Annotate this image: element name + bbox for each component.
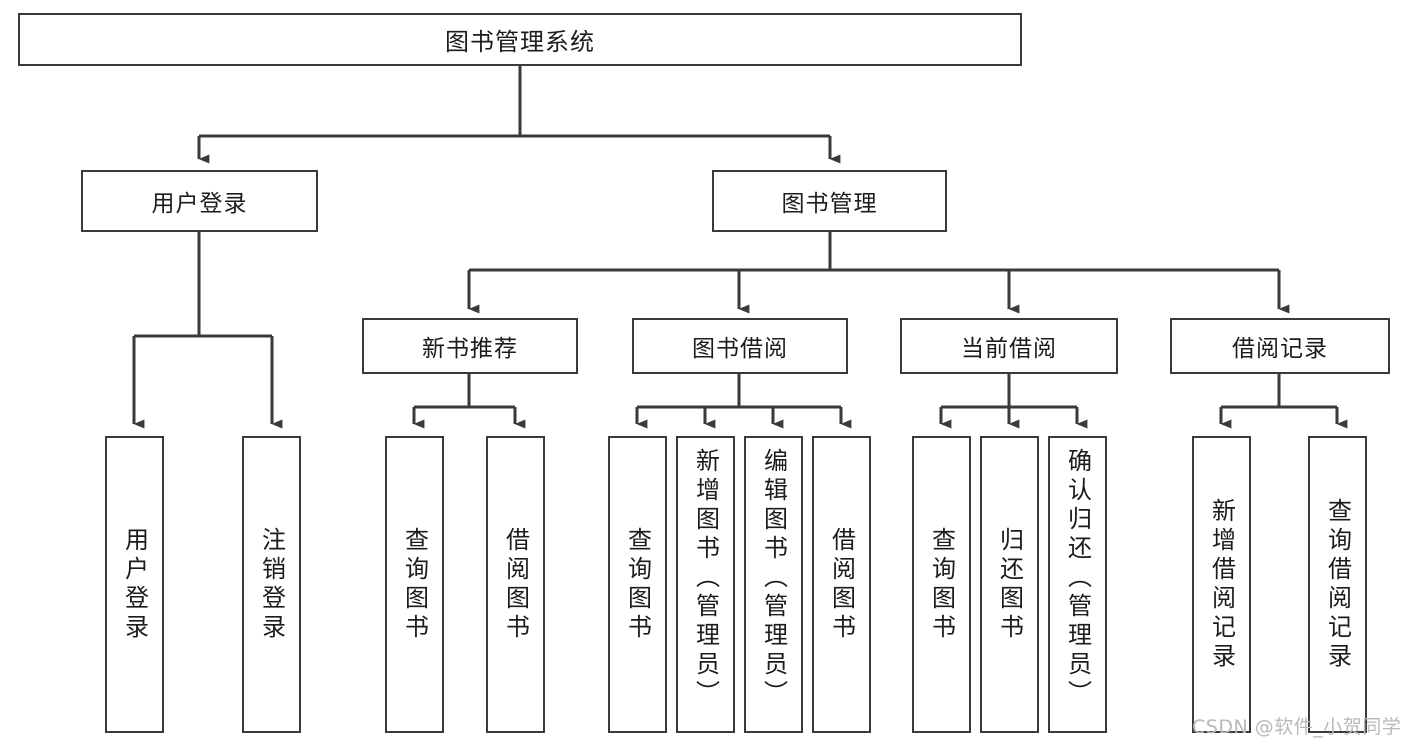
- leaf-query-book-recommend[interactable]: 查询图书: [385, 436, 444, 733]
- node-label: 用户登录: [120, 526, 149, 643]
- node-label: 新增图书（管理员）: [691, 448, 720, 709]
- node-label: 借阅记录: [1232, 336, 1328, 362]
- node-user-login[interactable]: 用户登录: [81, 170, 318, 232]
- node-label: 编辑图书（管理员）: [759, 448, 788, 709]
- leaf-logout[interactable]: 注销登录: [242, 436, 301, 733]
- watermark-text: CSDN @软件_小贺同学: [1192, 716, 1402, 738]
- node-label: 图书管理系统: [445, 28, 595, 56]
- node-current-borrow[interactable]: 当前借阅: [900, 318, 1118, 374]
- node-label: 借阅图书: [827, 526, 856, 643]
- leaf-query-borrow-record[interactable]: 查询借阅记录: [1308, 436, 1367, 733]
- node-label: 查询图书: [623, 526, 652, 643]
- leaf-borrow-book[interactable]: 借阅图书: [812, 436, 871, 733]
- node-label: 查询借阅记录: [1323, 497, 1352, 672]
- node-label: 图书借阅: [692, 336, 788, 362]
- node-label: 用户登录: [151, 191, 248, 217]
- node-label: 查询图书: [400, 526, 429, 643]
- node-label: 注销登录: [257, 526, 286, 643]
- node-book-borrow[interactable]: 图书借阅: [632, 318, 848, 374]
- node-label: 新增借阅记录: [1207, 497, 1236, 672]
- node-new-book-recommend[interactable]: 新书推荐: [362, 318, 578, 374]
- node-label: 确认归还（管理员）: [1063, 448, 1092, 709]
- leaf-edit-book-admin[interactable]: 编辑图书（管理员）: [744, 436, 803, 733]
- node-label: 借阅图书: [501, 526, 530, 643]
- node-book-management[interactable]: 图书管理: [712, 170, 947, 232]
- node-label: 归还图书: [995, 526, 1024, 643]
- node-label: 当前借阅: [961, 336, 1057, 362]
- leaf-user-login[interactable]: 用户登录: [105, 436, 164, 733]
- node-root-system[interactable]: 图书管理系统: [18, 13, 1022, 66]
- node-label: 新书推荐: [422, 336, 518, 362]
- leaf-borrow-book-recommend[interactable]: 借阅图书: [486, 436, 545, 733]
- node-borrow-record[interactable]: 借阅记录: [1170, 318, 1390, 374]
- leaf-query-book-current[interactable]: 查询图书: [912, 436, 971, 733]
- node-label: 查询图书: [927, 526, 956, 643]
- leaf-query-book-borrow[interactable]: 查询图书: [608, 436, 667, 733]
- leaf-return-book[interactable]: 归还图书: [980, 436, 1039, 733]
- leaf-add-book-admin[interactable]: 新增图书（管理员）: [676, 436, 735, 733]
- leaf-add-borrow-record[interactable]: 新增借阅记录: [1192, 436, 1251, 733]
- leaf-confirm-return-admin[interactable]: 确认归还（管理员）: [1048, 436, 1107, 733]
- node-label: 图书管理: [781, 191, 878, 217]
